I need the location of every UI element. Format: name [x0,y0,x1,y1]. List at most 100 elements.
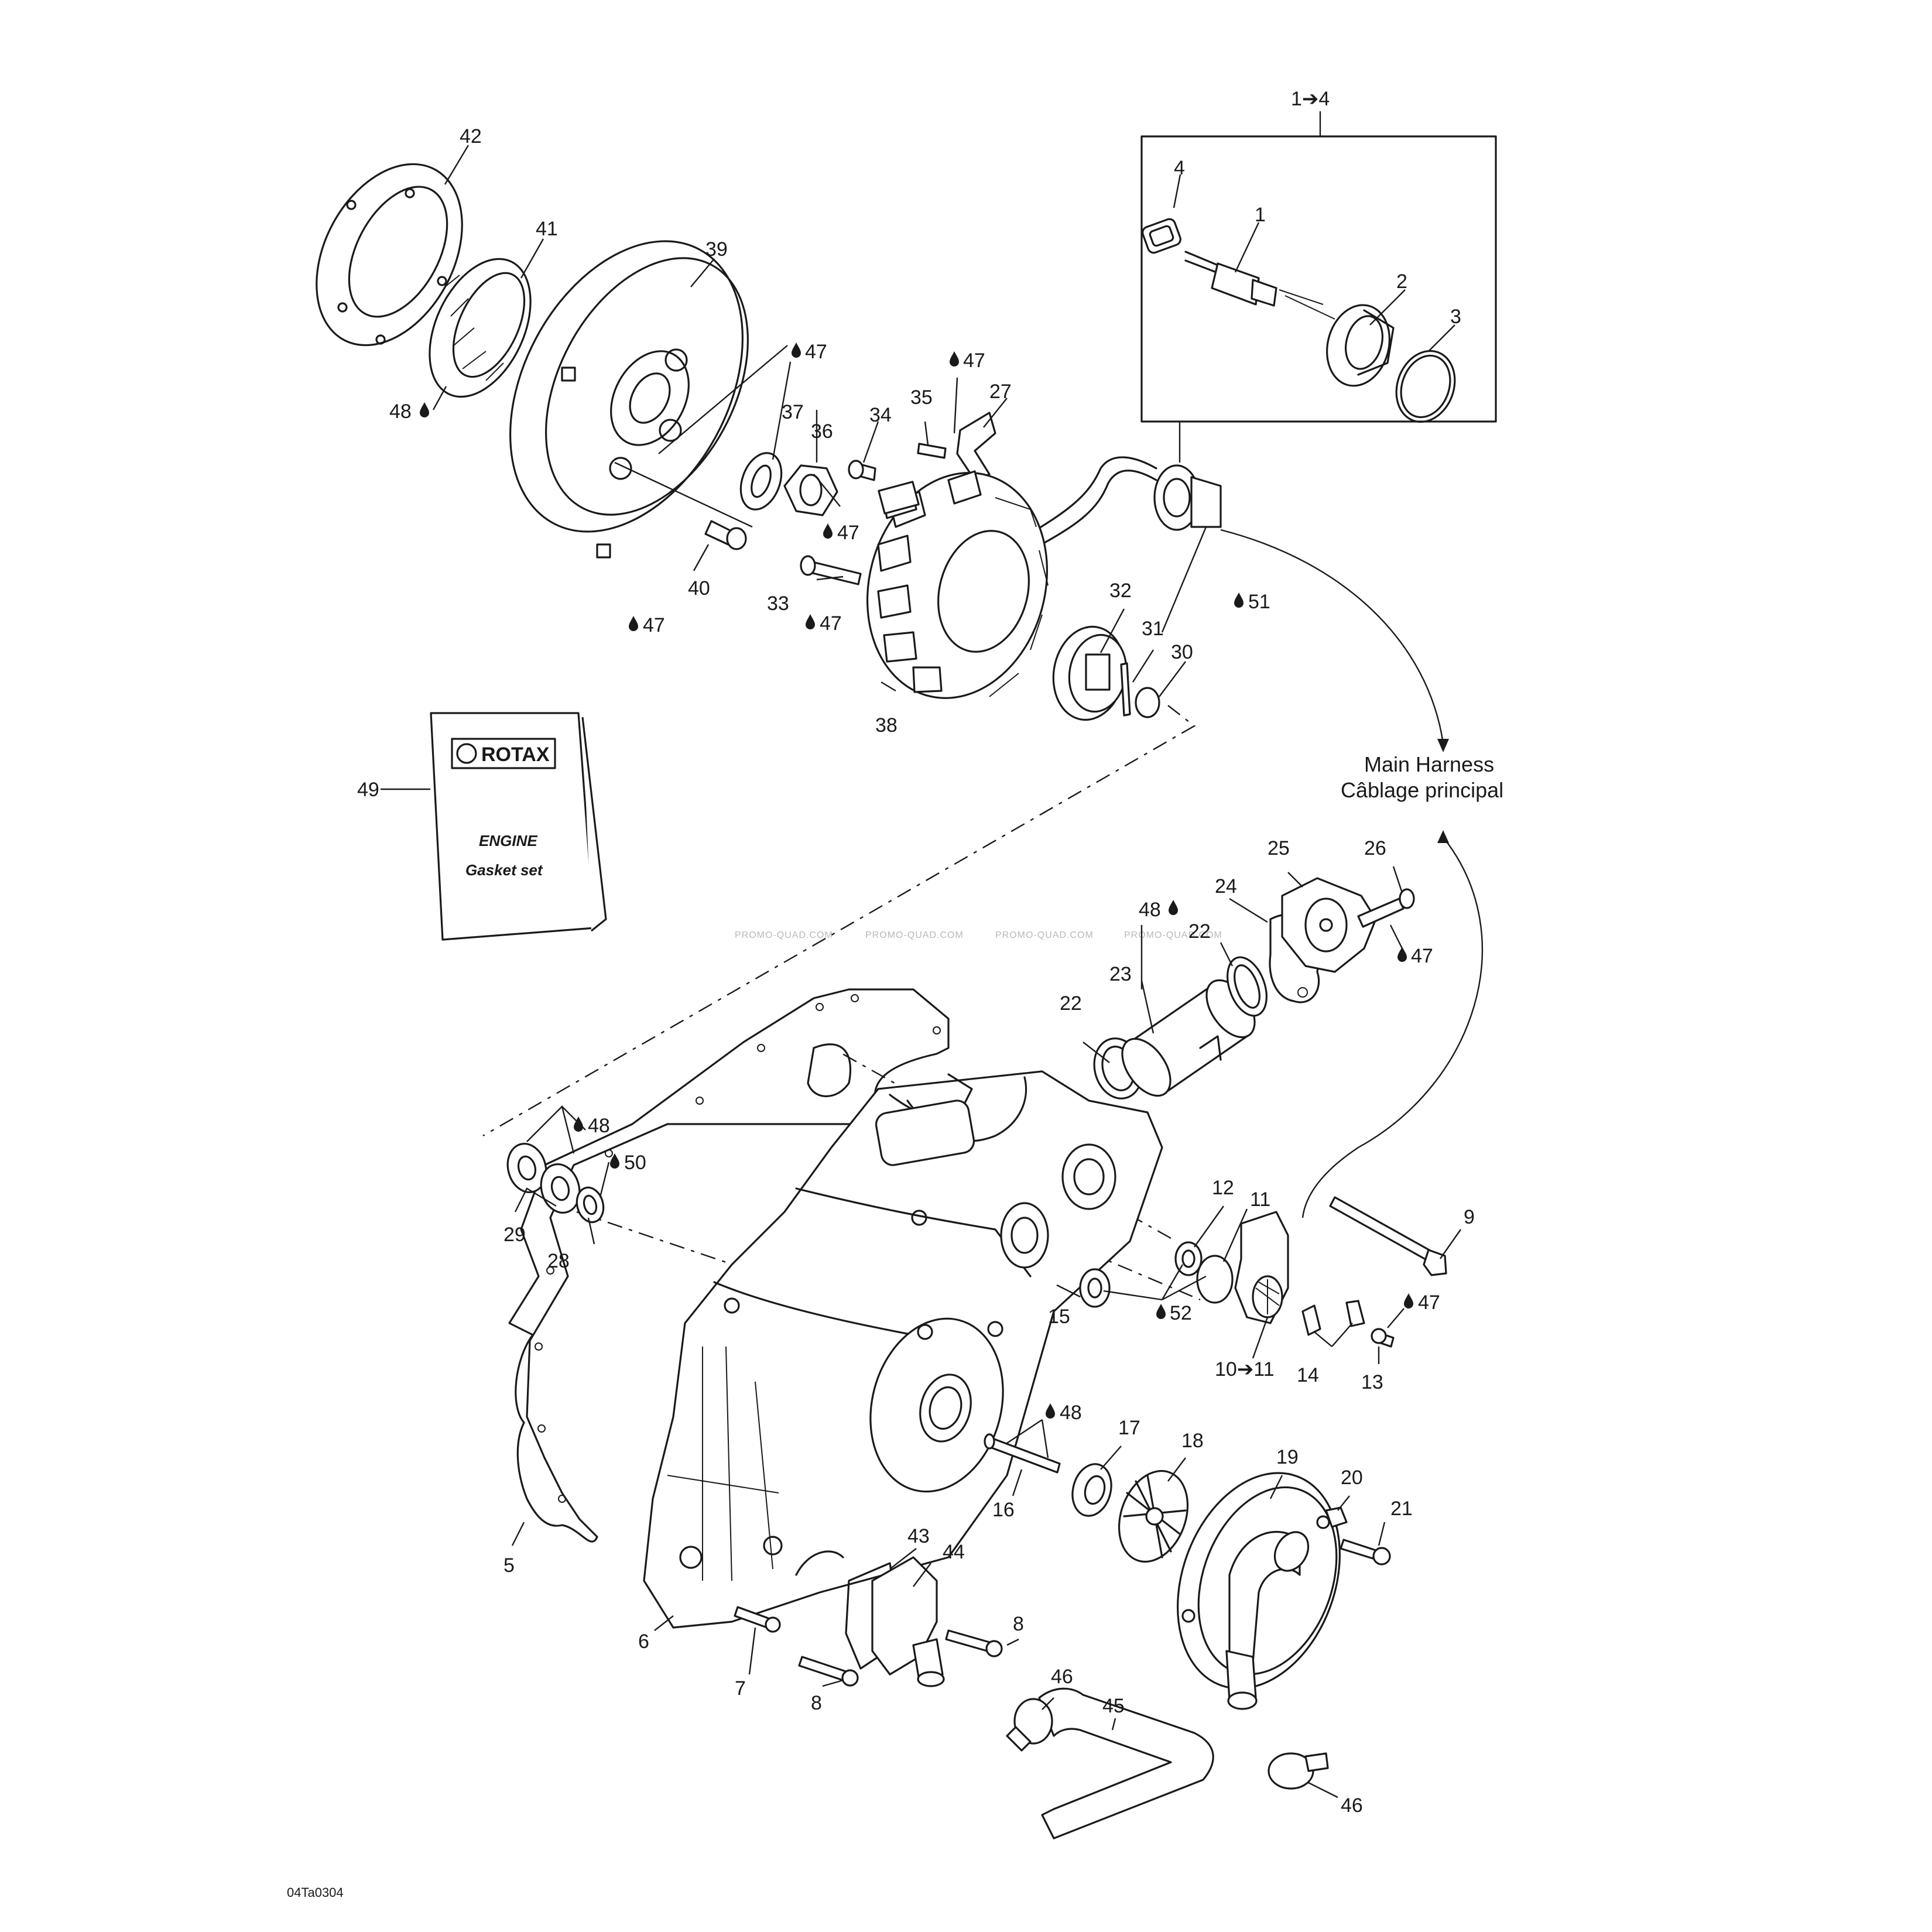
callout: 46 [1341,1794,1363,1817]
lubricant-drop-icon [1046,1403,1055,1419]
callout: 15 [1048,1306,1070,1328]
callout: 23 [1109,963,1132,985]
speed-sensor [1184,251,1335,320]
callout: 38 [875,714,898,737]
watermark-strip: PROMO-QUAD.COM PROMO-QUAD.COM PROMO-QUAD… [735,930,1222,940]
oil-seal [1079,1268,1111,1308]
harness-route-line [1301,837,1484,1218]
callout: 2 [1396,270,1407,293]
lubricant-drop-icon [1156,1304,1166,1319]
lubricant-ref: 47 [820,612,842,635]
callout: 7 [735,1677,746,1700]
callout: 44 [943,1541,965,1563]
watermark-text: PROMO-QUAD.COM [735,930,833,940]
lubricant-ref: 52 [1170,1302,1192,1324]
water-pump-housing [1177,1472,1341,1710]
watermark-text: PROMO-QUAD.COM [995,930,1094,940]
assembly-line [482,705,1196,1137]
callout: 13 [1361,1371,1383,1393]
lubricant-drop-icon [1234,592,1244,608]
hose-clamp [1268,1752,1329,1790]
coolant-hose [1038,1687,1214,1839]
lubricant-ref: 47 [643,614,665,636]
lubricant-marks: 47 47 47 47 47 51 48 48 47 48 50 52 47 4… [389,341,1440,1424]
callout: 31 [1142,618,1164,640]
connector-body [1326,304,1395,387]
callout-kit: 1➔4 [1291,88,1330,110]
hose-clamp [1006,1698,1053,1752]
callout: 41 [536,218,558,240]
retainer-plate [1345,1300,1365,1327]
callout: 32 [1109,580,1132,602]
harness-caption-en: Main Harness [1364,752,1494,776]
callout: 12 [1212,1177,1234,1199]
o-ring [1395,350,1456,423]
callout: 46 [1051,1666,1073,1688]
callout: 27 [989,381,1012,403]
callout: 3 [1450,306,1461,328]
watermark-text: PROMO-QUAD.COM [865,930,964,940]
callout: 17 [1118,1417,1140,1439]
callout: 49 [357,779,379,801]
booklet-subtitle: Gasket set [465,861,543,879]
grommet [1142,218,1181,254]
watermark-text: PROMO-QUAD.COM [1124,930,1222,940]
kit-frame [1140,135,1497,423]
callout: 1 [1255,204,1266,226]
callout: 36 [811,420,833,443]
stator [866,470,1049,699]
lubricant-drop-icon [420,402,429,417]
callout: 18 [1181,1430,1204,1452]
lubricant-drop-icon [1404,1293,1413,1308]
seal-plate [316,163,463,347]
water-elbow [871,1556,945,1687]
seal-ring [1227,956,1268,1017]
assembly-line [576,1211,838,1301]
ball-bearings [506,1142,581,1214]
lubricant-ref: 48 [1060,1402,1082,1424]
callout: 16 [992,1499,1015,1521]
callout: 22 [1060,992,1082,1015]
screw [1357,898,1405,928]
screw [945,1629,991,1652]
callout: 11 [1250,1188,1270,1211]
sprag-clutch [429,258,532,398]
stator-harness [1020,456,1222,551]
lubricant-drop-icon [823,523,833,539]
callout: 39 [705,238,728,261]
lubricant-drop-icon [1169,900,1178,915]
lubricant-ref: 47 [837,522,859,544]
callout: 5 [503,1554,515,1577]
callout: 37 [782,401,804,423]
callout: 26 [1364,837,1386,859]
lubricant-ref: 48 [588,1115,610,1137]
screw [917,443,947,459]
callout: 9 [1464,1206,1475,1228]
pump-sleeve [1121,979,1256,1097]
callout: 21 [1390,1498,1413,1520]
lubricant-ref: 47 [963,350,985,372]
callout: 22 [1188,920,1211,943]
dowel-pin [1120,662,1131,717]
flywheel-nut [783,464,838,516]
lubricant-drop-icon [1397,947,1407,962]
callout: 33 [767,592,789,615]
callout: 29 [503,1224,526,1246]
callout: 24 [1215,875,1237,898]
screw [798,1656,847,1681]
assembly-line [837,1050,1171,1239]
callout: 42 [460,125,482,148]
callout: 43 [907,1525,930,1547]
callout: 14 [1297,1364,1319,1386]
o-ring [1196,1255,1234,1304]
screw [1340,1539,1377,1560]
harness-route-line [1220,529,1444,744]
lubricant-ref: 47 [805,341,827,363]
pump-shaft [984,1433,1061,1474]
assembly-line [1027,1225,1201,1301]
lubricant-drop-icon [950,351,959,366]
long-bolt [1329,1196,1447,1276]
callout: 8 [811,1692,822,1714]
impeller [1118,1469,1189,1563]
